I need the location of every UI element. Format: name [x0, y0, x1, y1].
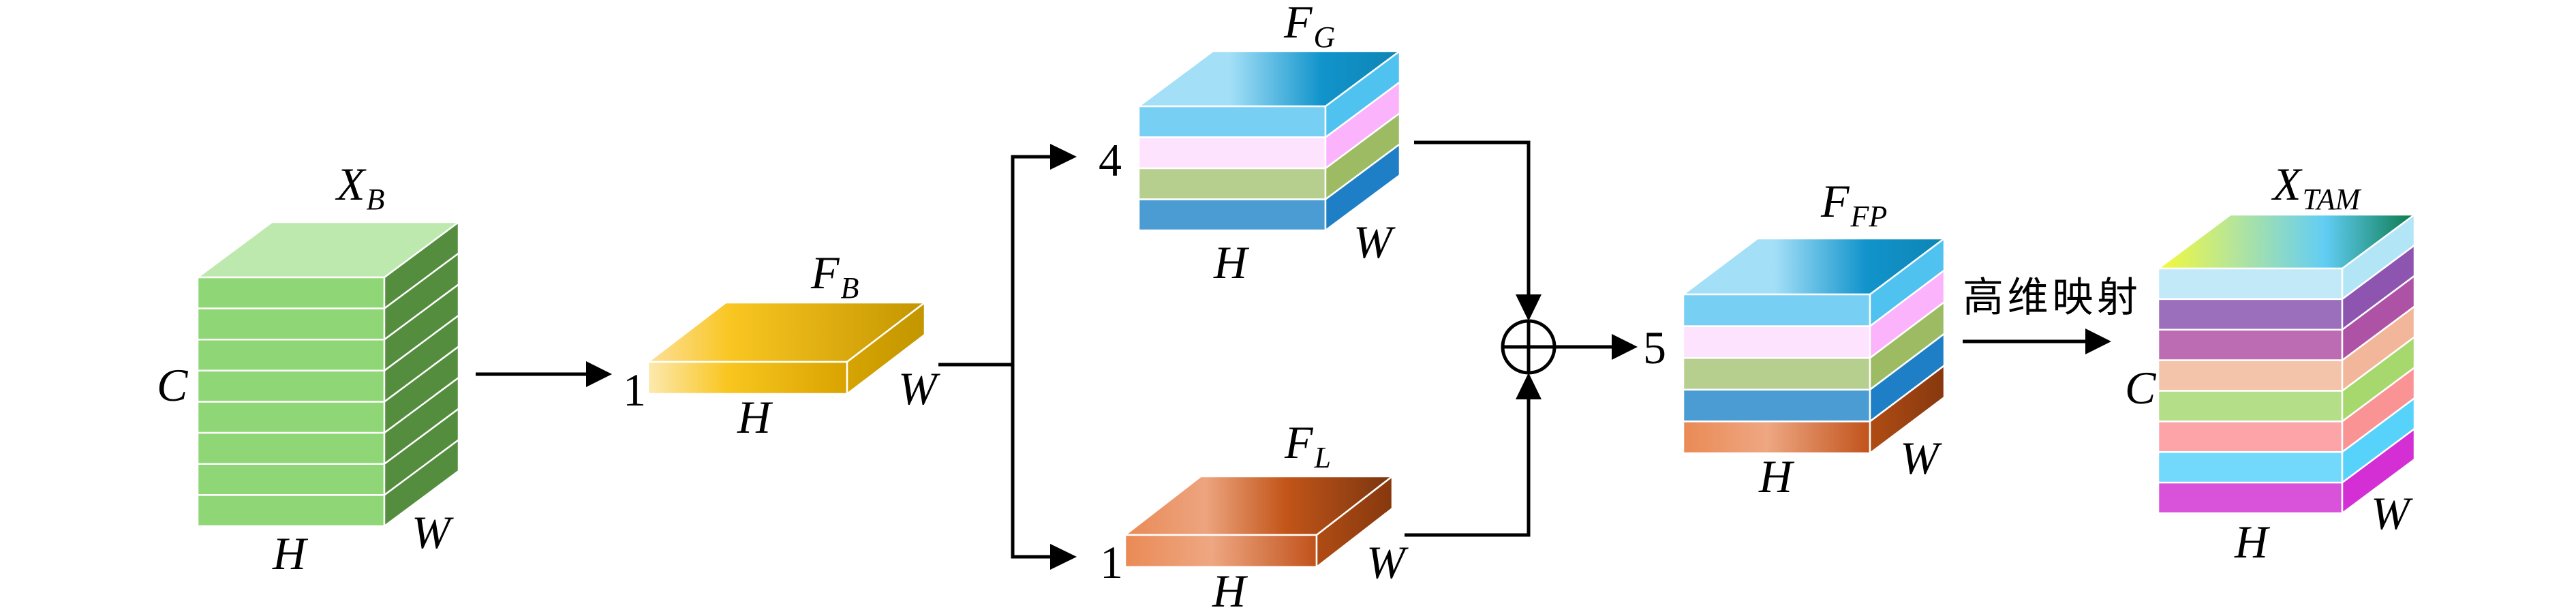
fb-channel-count: 1 [623, 364, 646, 416]
front-layer-4 [196, 369, 386, 403]
side-layer-1 [1315, 475, 1394, 568]
connector-fl-to-fusion [1405, 373, 1542, 537]
front-layer-1 [1682, 293, 1871, 327]
xtam-width-label: W [2371, 487, 2413, 539]
arrowhead-icon [1050, 144, 1077, 170]
fl-height-label: H [1212, 565, 1248, 612]
front-layer-3 [1682, 356, 1871, 391]
front-layer-1 [2157, 267, 2344, 301]
tensor-fl-block [1124, 475, 1394, 568]
ffp-channel-count: 5 [1643, 322, 1666, 373]
front-layer-2 [1137, 136, 1327, 170]
front-layer-3 [1137, 167, 1327, 200]
connector-xb-to-fb [476, 361, 612, 387]
fg-height-label: H [1213, 236, 1250, 288]
connector-fusion-to-ffp [1554, 334, 1638, 360]
mapping-label: 高维映射 [1963, 274, 2138, 322]
front-layer-8 [2157, 481, 2344, 515]
fb-width-label: W [898, 363, 940, 414]
fb-name-label: FB [810, 247, 859, 305]
fg-channel-count: 4 [1099, 134, 1122, 186]
side-layer-4 [1324, 143, 1401, 232]
front-layer-5 [196, 401, 386, 434]
fg-width-label: W [1353, 216, 1396, 268]
front-layer-3 [2157, 328, 2344, 361]
connector-ffp-to-xtam [1963, 328, 2111, 354]
arrowhead-icon [586, 361, 612, 387]
front-layer-8 [196, 494, 386, 527]
arrowhead-icon [1050, 544, 1077, 570]
connector-fb-split [938, 144, 1077, 570]
front-layer-7 [2157, 451, 2344, 484]
connector-fg-to-fusion [1414, 140, 1542, 321]
front-layer-1 [1124, 534, 1318, 568]
front-layer-4 [1682, 388, 1871, 423]
front-layer-4 [1137, 198, 1327, 232]
ffp-height-label: H [1758, 450, 1795, 502]
ffp-name-label: FFP [1820, 175, 1887, 233]
fl-channel-count: 1 [1100, 536, 1123, 588]
tensor-fg-block [1137, 50, 1401, 232]
xb-name-label: XB [335, 158, 384, 216]
tensor-fb-block [647, 301, 926, 395]
tensor-ffp-block [1682, 237, 1946, 455]
xtam-height-label: H [2234, 516, 2271, 568]
tensor-xb-block [196, 221, 460, 527]
arrowhead-icon [1612, 334, 1638, 360]
front-layer-2 [2157, 298, 2344, 331]
arrowhead-icon [1516, 373, 1542, 399]
xtam-name-label: XTAM [2271, 158, 2362, 216]
fl-width-label: W [1366, 536, 1409, 588]
front-layer-5 [2157, 390, 2344, 423]
side-layer-5 [1869, 365, 1946, 455]
side-layer-1 [846, 301, 926, 395]
xb-width-label: W [412, 506, 454, 558]
front-layer-7 [196, 463, 386, 496]
front-layer-1 [647, 361, 848, 395]
fusion-add-icon [1501, 319, 1557, 375]
front-layer-5 [1682, 420, 1871, 455]
tensor-xtam-block [2157, 213, 2416, 515]
front-layer-6 [2157, 420, 2344, 453]
front-layer-1 [196, 276, 386, 309]
front-layer-2 [1682, 325, 1871, 359]
front-layer-4 [2157, 359, 2344, 392]
front-layer-2 [196, 307, 386, 341]
fb-height-label: H [737, 391, 773, 443]
xb-channel-label: C [157, 359, 188, 411]
front-layer-1 [1137, 105, 1327, 138]
side-layer-8 [2341, 427, 2416, 515]
xb-height-label: H [272, 527, 309, 579]
front-layer-6 [196, 431, 386, 465]
front-layer-3 [196, 339, 386, 372]
fl-name-label: FL [1284, 416, 1331, 474]
ffp-width-label: W [1900, 432, 1942, 484]
arrowhead-icon [1516, 294, 1542, 321]
side-layer-8 [383, 439, 460, 527]
xtam-channel-label: C [2125, 362, 2156, 414]
arrowhead-icon [2085, 328, 2111, 354]
fg-name-label: FG [1283, 0, 1335, 54]
